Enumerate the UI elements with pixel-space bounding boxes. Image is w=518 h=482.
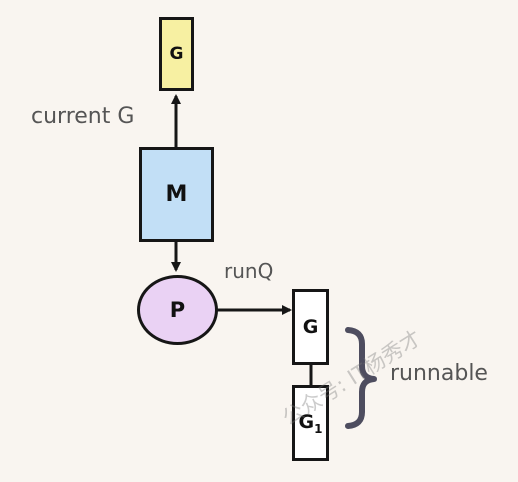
runnable-brace (345, 327, 377, 429)
queue-g1-letter: G (298, 410, 315, 433)
queue-g1-subscript: 1 (314, 421, 323, 436)
machine-node-label: M (165, 182, 188, 207)
processor-node-label: P (169, 298, 186, 322)
current-g-label: current G (31, 104, 135, 129)
current-g-node: G (159, 17, 194, 91)
queue-g-node-label: G (302, 316, 319, 338)
processor-node: P (137, 275, 218, 345)
current-g-node-label: G (169, 44, 184, 64)
run-queue-label: runQ (224, 259, 274, 283)
machine-node: M (139, 147, 214, 242)
runnable-label: runnable (390, 361, 488, 386)
queue-g1-node: G1 (292, 385, 329, 461)
queue-g-node: G (292, 289, 329, 365)
queue-g1-node-label: G1 (299, 411, 323, 436)
